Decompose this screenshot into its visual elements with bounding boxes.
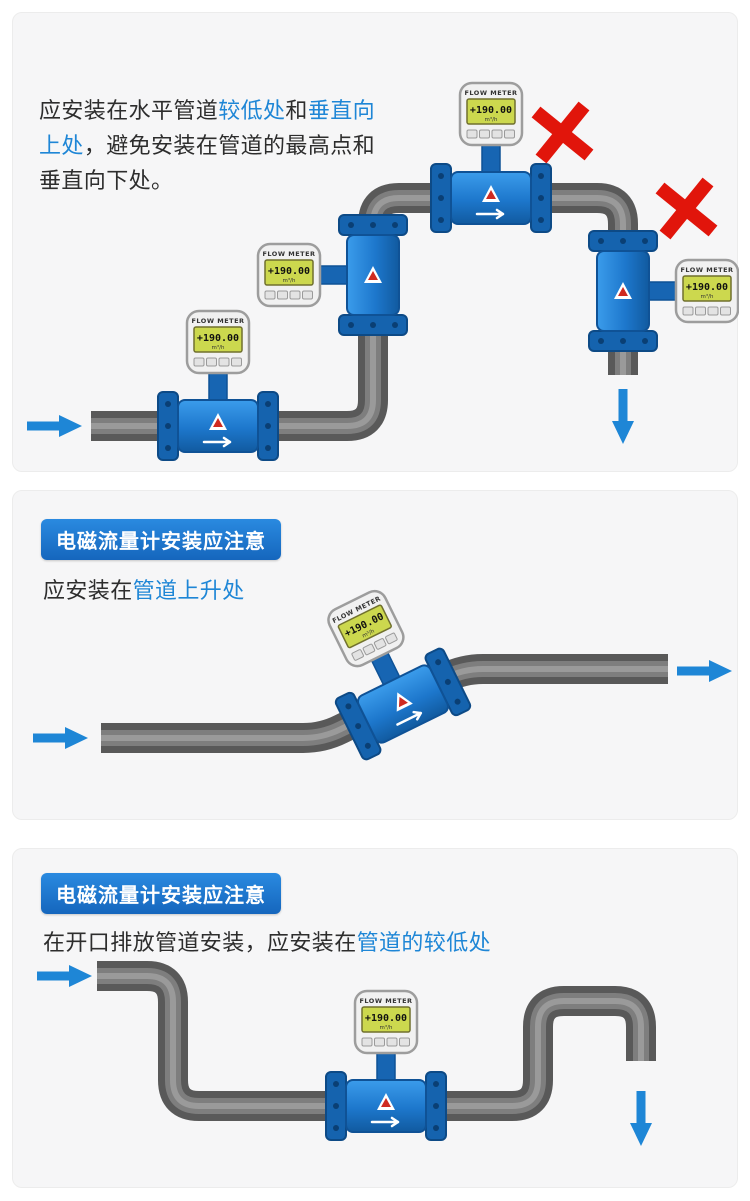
panel-open-discharge: 电磁流量计安装应注意 在开口排放管道安装，应安装在管道的较低处 — [12, 848, 738, 1188]
flow-out-down-arrow — [612, 389, 634, 444]
flowmeter-vertical-up — [258, 215, 407, 335]
flow-in-arrow — [27, 415, 82, 437]
note-highlight: 较低处 — [218, 98, 286, 123]
pipe-diagram-2 — [33, 491, 732, 821]
note-text: 应安装在水平管道 — [39, 98, 219, 123]
flowmeter-top-wrong — [431, 83, 551, 232]
note-highlight: 垂直向上处 — [39, 98, 376, 158]
pipe-run — [97, 961, 656, 1121]
section-badge: 电磁流量计安装应注意 — [41, 519, 281, 560]
pipe-diagram-1 — [27, 13, 739, 473]
flow-out-down-arrow — [630, 1091, 652, 1146]
caption-text: 在开口排放管道安装，应安装在 — [43, 930, 357, 955]
flowmeter-vertical-down-wrong — [589, 231, 738, 351]
panel3-caption: 在开口排放管道安装，应安装在管道的较低处 — [43, 925, 491, 957]
flow-in-arrow — [37, 965, 92, 987]
flow-in-arrow — [33, 727, 88, 749]
flow-out-arrow — [677, 660, 732, 682]
note-text: ，避免安装在管道的最高点和垂直向下处。 — [39, 133, 376, 193]
flowmeter-low-point — [326, 991, 446, 1140]
pipe-diagram-3 — [37, 961, 656, 1146]
panel1-note: 应安装在水平管道较低处和垂直向上处，避免安装在管道的最高点和垂直向下处。 — [39, 93, 377, 198]
wrong-mark-icon — [536, 106, 589, 159]
caption-highlight: 管道上升处 — [132, 578, 245, 603]
wrong-mark-icon — [660, 182, 713, 235]
note-text: 和 — [285, 98, 308, 123]
panel-install-positions: 应安装在水平管道较低处和垂直向上处，避免安装在管道的最高点和垂直向下处。 — [12, 12, 738, 472]
pipe-run — [91, 183, 638, 441]
section-badge: 电磁流量计安装应注意 — [41, 873, 281, 914]
panel2-caption: 应安装在管道上升处 — [43, 573, 245, 605]
caption-highlight: 管道的较低处 — [356, 930, 492, 955]
caption-text: 应安装在 — [43, 578, 133, 603]
panel-rising-pipe: 电磁流量计安装应注意 应安装在管道上升处 — [12, 490, 738, 820]
flowmeter-horizontal-low — [158, 311, 278, 460]
